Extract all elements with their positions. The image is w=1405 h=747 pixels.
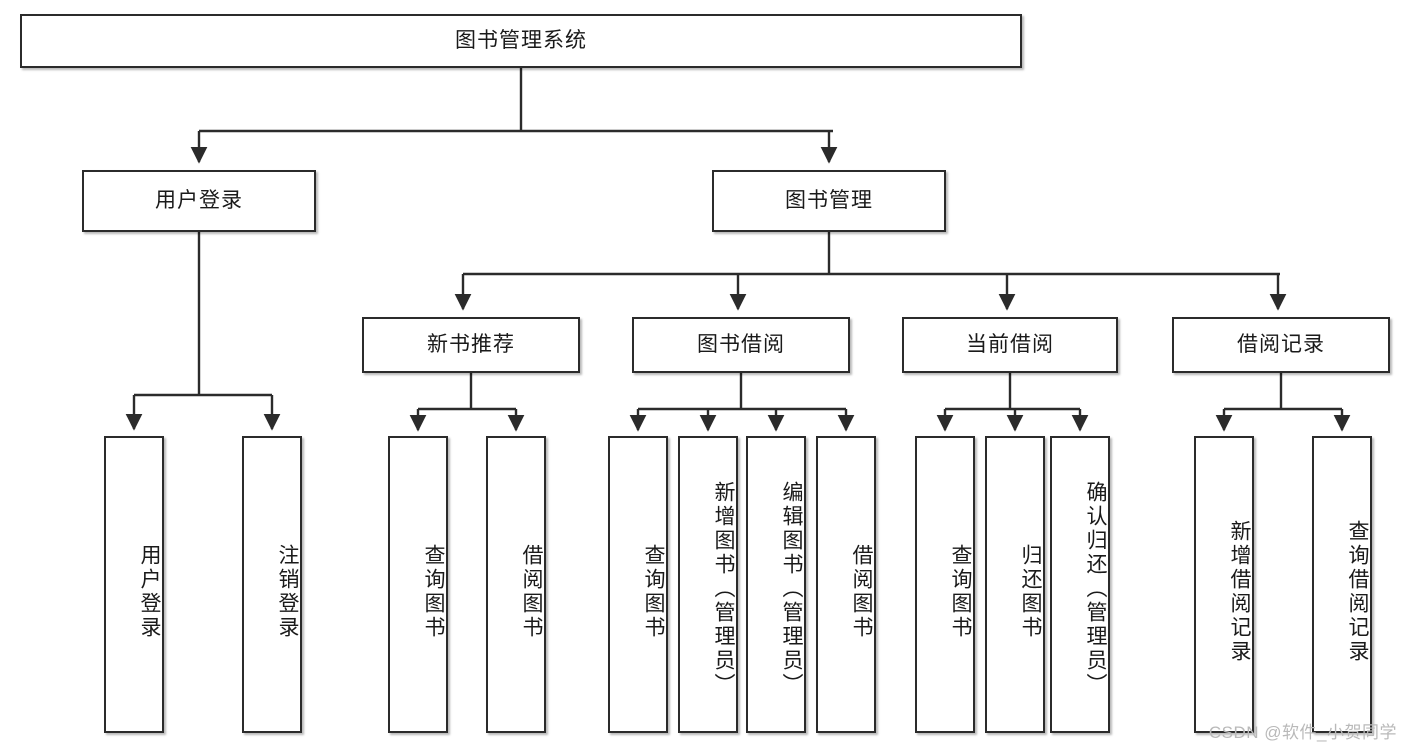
- leaf-user-logout[interactable]: 注销登录: [242, 436, 302, 733]
- leaf-borrow-book[interactable]: 借阅图书: [816, 436, 876, 733]
- node-label: 新书推荐: [427, 333, 515, 357]
- leaf-confirm-return-admin[interactable]: 确认归还（管理员）: [1050, 436, 1110, 733]
- node-label: 图书管理: [785, 189, 873, 213]
- node-label: 确认归还（管理员）: [1084, 480, 1107, 697]
- node-label: 用户登录: [155, 189, 243, 213]
- node-root[interactable]: 图书管理系统: [20, 14, 1022, 68]
- leaf-return-book[interactable]: 归还图书: [985, 436, 1045, 733]
- leaf-borrow-book-recommend[interactable]: 借阅图书: [486, 436, 546, 733]
- node-book-management[interactable]: 图书管理: [712, 170, 946, 232]
- node-label: 查询图书: [949, 543, 972, 640]
- node-label: 新增图书（管理员）: [712, 480, 735, 697]
- node-borrow-records[interactable]: 借阅记录: [1172, 317, 1390, 373]
- node-label: 编辑图书（管理员）: [780, 480, 803, 697]
- leaf-query-borrow-record[interactable]: 查询借阅记录: [1312, 436, 1372, 733]
- leaf-query-book-current[interactable]: 查询图书: [915, 436, 975, 733]
- node-label: 图书借阅: [697, 333, 785, 357]
- node-label: 当前借阅: [966, 333, 1054, 357]
- node-label: 借阅图书: [850, 543, 873, 640]
- node-label: 归还图书: [1019, 543, 1042, 640]
- leaf-query-book-borrow[interactable]: 查询图书: [608, 436, 668, 733]
- node-current-borrow[interactable]: 当前借阅: [902, 317, 1118, 373]
- leaf-user-login[interactable]: 用户登录: [104, 436, 164, 733]
- node-label: 借阅记录: [1237, 333, 1325, 357]
- node-new-book-recommend[interactable]: 新书推荐: [362, 317, 580, 373]
- node-label: 查询图书: [642, 543, 665, 640]
- node-label: 注销登录: [276, 543, 299, 640]
- node-label: 图书管理系统: [455, 29, 587, 53]
- leaf-query-book-recommend[interactable]: 查询图书: [388, 436, 448, 733]
- csdn-watermark: CSDN @软件_小贺同学: [1208, 723, 1397, 742]
- node-label: 查询借阅记录: [1346, 519, 1369, 664]
- node-book-borrow[interactable]: 图书借阅: [632, 317, 850, 373]
- node-label: 借阅图书: [520, 543, 543, 640]
- node-label: 新增借阅记录: [1228, 519, 1251, 664]
- node-label: 用户登录: [138, 543, 161, 640]
- leaf-edit-book-admin[interactable]: 编辑图书（管理员）: [746, 436, 806, 733]
- leaf-add-borrow-record[interactable]: 新增借阅记录: [1194, 436, 1254, 733]
- leaf-add-book-admin[interactable]: 新增图书（管理员）: [678, 436, 738, 733]
- node-label: 查询图书: [422, 543, 445, 640]
- node-user-login[interactable]: 用户登录: [82, 170, 316, 232]
